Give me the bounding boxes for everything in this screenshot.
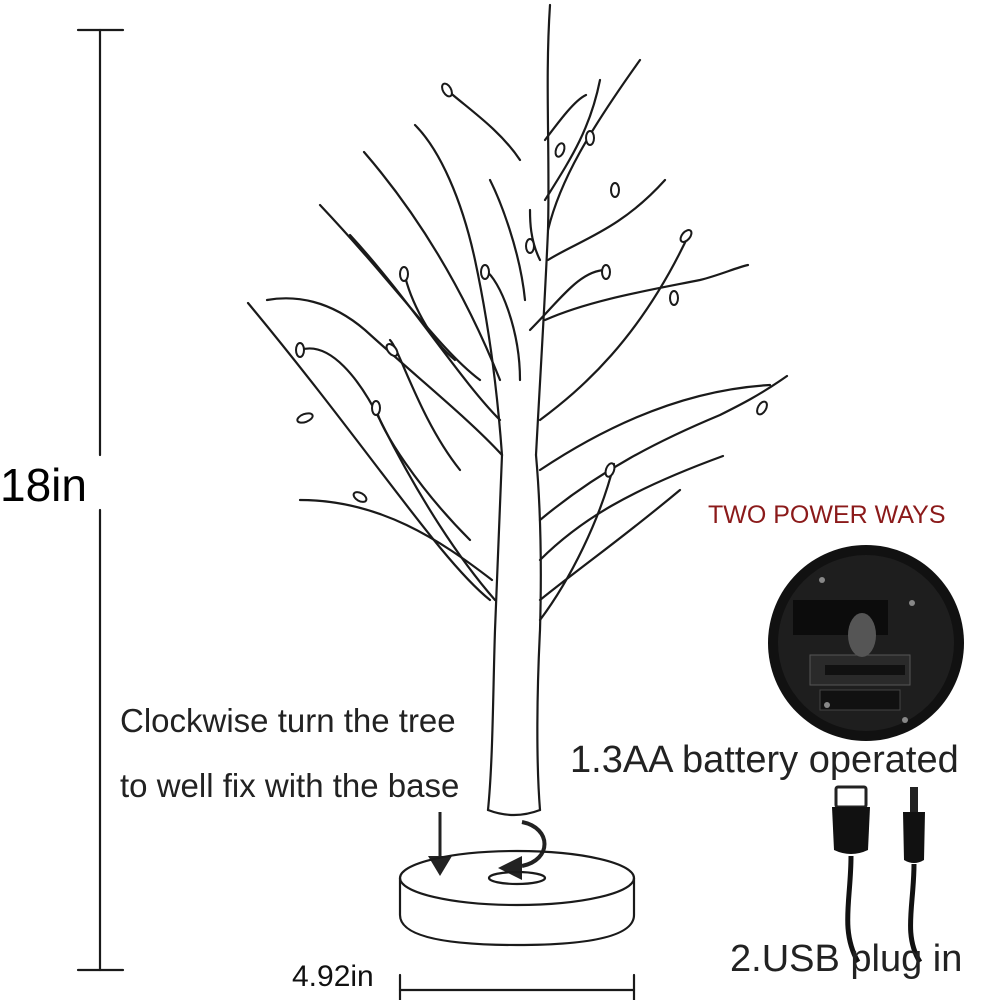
instruction-line-2: to well fix with the base: [120, 767, 460, 804]
width-label: 4.92in: [292, 960, 374, 993]
down-arrow-icon: [428, 812, 452, 876]
dc-plug-icon: [903, 787, 925, 964]
instruction-line-1: Clockwise turn the tree: [120, 702, 456, 739]
usb-plug-icon: [832, 785, 870, 964]
clockwise-arrow-icon: [498, 820, 547, 880]
tree-icon: [246, 3, 789, 817]
width-dimension-icon: [398, 973, 636, 1000]
height-label: 18in: [0, 459, 87, 511]
tree-bud-icons: [295, 82, 768, 503]
height-dimension-icon: [76, 28, 125, 972]
battery-option-label: 1.3AA battery operated: [570, 739, 959, 781]
usb-option-label: 2.USB plug in: [730, 938, 963, 980]
power-title: TWO POWER WAYS: [708, 501, 946, 529]
battery-box-icon: [768, 545, 964, 741]
base-icon: [398, 849, 636, 947]
